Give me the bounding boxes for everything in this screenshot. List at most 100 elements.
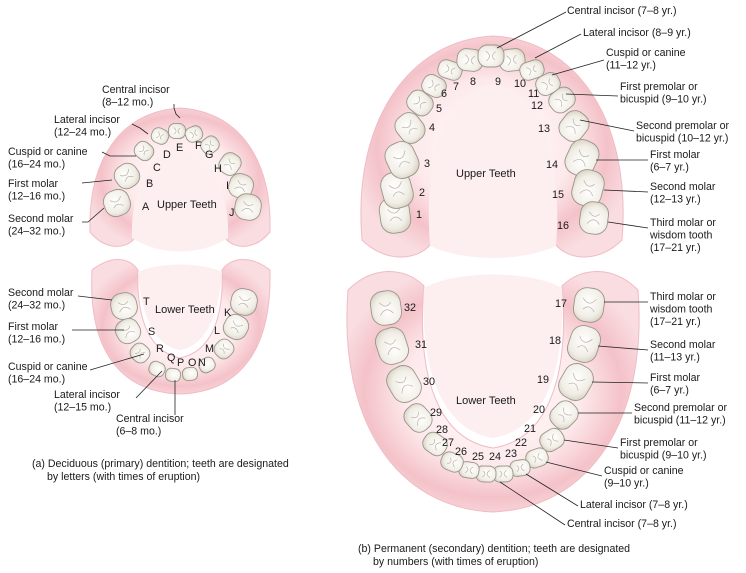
permanent-number-2: 2 bbox=[419, 187, 425, 199]
deciduous-upper-palate bbox=[131, 146, 229, 252]
permanent-number-22: 22 bbox=[515, 437, 527, 449]
deciduous-letter-L: L bbox=[214, 325, 220, 337]
deciduous-callout-1-leader bbox=[173, 104, 181, 119]
permanent-number-3: 3 bbox=[424, 158, 430, 170]
permanent-callout-4-text: bicuspid (9–10 yr.) bbox=[620, 94, 707, 106]
permanent-upper-tooth-12-cusp bbox=[554, 93, 568, 107]
deciduous-lower-tooth-N-crown bbox=[198, 356, 216, 374]
permanent-callout-1-leader bbox=[496, 11, 567, 49]
permanent-lower-tooth-18 bbox=[566, 325, 602, 363]
deciduous-upper-tooth-I-cusp bbox=[234, 180, 247, 192]
permanent-upper-tooth-12 bbox=[548, 86, 576, 114]
deciduous-callout-10-text: Central incisor bbox=[116, 413, 184, 425]
permanent-upper-tooth-1-cusp bbox=[387, 206, 403, 222]
permanent-lower-tooth-28 bbox=[422, 431, 448, 457]
deciduous-lower-tooth-R-crown bbox=[129, 342, 151, 364]
permanent-callout-5-leader bbox=[579, 119, 635, 132]
deciduous-letter-G: G bbox=[205, 149, 213, 161]
deciduous-letter-A: A bbox=[142, 201, 150, 213]
permanent-lower-tooth-22 bbox=[525, 447, 549, 469]
deciduous-callout-5-text: Second molar bbox=[8, 213, 74, 225]
deciduous-upper-tooth-D bbox=[150, 127, 170, 145]
permanent-lower-tooth-20 bbox=[549, 400, 579, 430]
deciduous-upper-tooth-C-cusp bbox=[138, 145, 149, 156]
permanent-number-21: 21 bbox=[524, 423, 536, 435]
permanent-callout-13-leader bbox=[563, 439, 619, 449]
deciduous-callout-5: Second molar(24–32 mo.) bbox=[8, 207, 105, 238]
permanent-lower-tooth-28-cusp bbox=[429, 438, 442, 451]
deciduous-lower-tooth-K-crown bbox=[230, 288, 258, 316]
deciduous-letter-M: M bbox=[205, 343, 214, 355]
permanent-lower-tooth-30-cusp bbox=[395, 376, 414, 394]
permanent-callout-3-text: (11–12 yr.) bbox=[606, 60, 656, 72]
permanent-number-8: 8 bbox=[470, 76, 476, 88]
permanent-upper-tooth-16-crown bbox=[578, 201, 610, 235]
deciduous-upper-tooth-F-crown bbox=[184, 125, 204, 143]
permanent-number-13: 13 bbox=[538, 123, 550, 135]
permanent-lower-tooth-21 bbox=[539, 427, 565, 453]
permanent-callout-12-text: Second premolar or bbox=[634, 402, 728, 414]
deciduous-lower-teeth-label: Lower Teeth bbox=[155, 304, 215, 316]
deciduous-lower-tooth-T bbox=[110, 292, 138, 320]
permanent-callout-8-leader bbox=[607, 221, 649, 229]
deciduous-upper-tooth-G-crown bbox=[200, 135, 220, 155]
deciduous-letter-P: P bbox=[177, 357, 184, 369]
permanent-lower-tooth-32-crown bbox=[369, 290, 403, 326]
permanent-number-9: 9 bbox=[495, 76, 501, 88]
deciduous-lower-tooth-Q-crown bbox=[148, 360, 166, 378]
deciduous-letter-F: F bbox=[195, 140, 202, 152]
deciduous-upper-tooth-E-cusp bbox=[173, 127, 181, 135]
permanent-callout-9-text: wisdom tooth bbox=[649, 304, 713, 316]
permanent-upper-tooth-midline bbox=[477, 44, 505, 68]
permanent-callout-1: Central incisor (7–8 yr.) bbox=[496, 5, 677, 49]
deciduous-callout-4-text: (12–16 mo.) bbox=[8, 191, 65, 203]
permanent-upper-palate bbox=[428, 84, 558, 258]
deciduous-callout-9: Lateral incisor(12–15 mo.) bbox=[54, 370, 163, 414]
permanent-upper-tooth-midline-cusp bbox=[485, 50, 496, 62]
permanent-callout-5-text: bicuspid (10–12 yr.) bbox=[636, 133, 728, 145]
deciduous-callout-6-leader bbox=[77, 295, 113, 301]
deciduous-callout-8-leader bbox=[89, 353, 145, 371]
deciduous-letter-S: S bbox=[148, 326, 155, 338]
deciduous-letter-R: R bbox=[156, 343, 164, 355]
permanent-callout-14: Cuspid or canine(9–10 yr.) bbox=[545, 461, 684, 490]
permanent-lower-tooth-32 bbox=[369, 290, 403, 326]
permanent-lower-tooth-27 bbox=[440, 451, 464, 473]
permanent-lower-tooth-31 bbox=[374, 327, 410, 365]
deciduous-upper-tooth-E-crown bbox=[168, 122, 186, 140]
deciduous-letter-K: K bbox=[224, 307, 232, 319]
permanent-lower-tooth-31-crown bbox=[374, 327, 410, 365]
permanent-upper-tooth-14-crown bbox=[564, 139, 600, 177]
deciduous-callout-6: Second molar(24–32 mo.) bbox=[8, 287, 113, 312]
permanent-number-15: 15 bbox=[552, 189, 564, 201]
deciduous-lower-tooth-T-cusp bbox=[117, 301, 131, 313]
deciduous-callout-2-text: (12–24 mo.) bbox=[54, 127, 111, 139]
permanent-number-23: 23 bbox=[505, 448, 517, 460]
permanent-number-28: 28 bbox=[436, 424, 448, 436]
permanent-upper-tooth-8-cusp bbox=[464, 54, 476, 65]
deciduous-upper-tooth-C bbox=[133, 140, 155, 162]
permanent-callout-3: Cuspid or canine(11–12 yr.) bbox=[551, 47, 686, 76]
permanent-upper-tooth-14 bbox=[564, 139, 600, 177]
permanent-callout-13-text: bicuspid (9–10 yr.) bbox=[620, 450, 707, 462]
deciduous-callout-9-text: (12–15 mo.) bbox=[54, 402, 111, 414]
permanent-number-31: 31 bbox=[415, 339, 427, 351]
deciduous-lower-tooth-N bbox=[198, 356, 216, 374]
deciduous-letter-D: D bbox=[163, 149, 171, 161]
deciduous-callout-8: Cuspid or canine(16–24 mo.) bbox=[8, 353, 145, 386]
permanent-lower-tooth-19-crown bbox=[558, 363, 594, 401]
deciduous-upper-tooth-H-cusp bbox=[223, 158, 235, 170]
deciduous-upper-tooth-I-crown bbox=[228, 173, 254, 199]
permanent-number-18: 18 bbox=[549, 335, 561, 347]
deciduous-callout-1: Central incisor(8–12 mo.) bbox=[102, 84, 181, 119]
permanent-lower-tooth-19 bbox=[558, 363, 594, 401]
deciduous-upper-teeth bbox=[102, 122, 262, 221]
deciduous-letter-B: B bbox=[146, 178, 153, 190]
permanent-callout-11-text: First molar bbox=[650, 372, 700, 384]
